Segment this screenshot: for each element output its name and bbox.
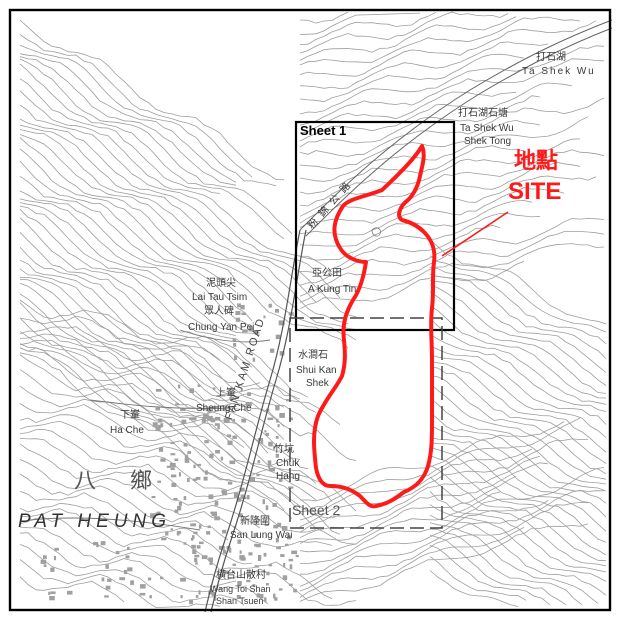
place-chung-yan-pei-zh: 眾人碑 bbox=[204, 306, 234, 317]
place-shek-tong-en1: Ta Shek Wu bbox=[460, 123, 514, 134]
place-ta-shek-wu-en: Ta Shek Wu bbox=[522, 66, 596, 77]
contour-lines bbox=[19, 11, 607, 608]
place-pat-heung-zh2: 鄉 bbox=[130, 469, 153, 494]
place-pat-heung-zh1: 八 bbox=[74, 469, 97, 494]
place-chuk-hang-en2: Hang bbox=[276, 471, 300, 482]
place-pat-heung-en: PAT HEUNG bbox=[18, 511, 172, 532]
place-shui-kan-shek-zh: 水澗石 bbox=[298, 350, 328, 361]
place-chuk-hang-zh: 竹坑 bbox=[274, 444, 294, 455]
place-wang-toi-shan-en2: Shan Tsuen bbox=[216, 596, 264, 606]
sheet-1-label: Sheet 1 bbox=[300, 123, 347, 138]
place-shek-tong-en2: Shek Tong bbox=[464, 136, 512, 147]
fan-kam-road-line bbox=[204, 229, 301, 613]
place-ha-che-zh: 下輋 bbox=[120, 410, 140, 421]
site-pointer bbox=[441, 211, 509, 257]
place-ha-che-en: Ha Che bbox=[110, 425, 144, 436]
place-san-lung-wai-en: San Lung Wai bbox=[230, 530, 293, 541]
sheet-2-label: Sheet 2 bbox=[292, 502, 341, 518]
place-lai-tau-tsim-zh: 泥頭尖 bbox=[206, 278, 236, 289]
place-sheung-che-zh: 上輋 bbox=[216, 388, 236, 399]
place-a-kung-tin-zh: 亞公田 bbox=[312, 268, 342, 279]
place-ta-shek-wu-zh: 打石湖 bbox=[536, 52, 566, 63]
site-label-en: SITE bbox=[508, 178, 562, 205]
place-chuk-hang-en1: Chuk bbox=[276, 458, 300, 469]
place-shek-tong-zh: 打石湖石塘 bbox=[458, 108, 508, 119]
village-blocks bbox=[40, 303, 299, 605]
place-sheung-che-en: Sheung Che bbox=[196, 403, 252, 414]
place-wang-toi-shan-zh: 橫台山散村 bbox=[216, 570, 266, 581]
place-shui-kan-shek-en1: Shui Kan bbox=[296, 365, 337, 376]
site-boundary bbox=[312, 144, 437, 509]
place-lai-tau-tsim-en: Lai Tau Tsim bbox=[192, 292, 248, 303]
place-san-lung-wai-zh: 新隆圍 bbox=[240, 516, 270, 527]
map-frame bbox=[8, 8, 612, 612]
sheet-1-frame bbox=[294, 120, 456, 332]
site-label-zh: 地點 bbox=[514, 149, 559, 174]
place-a-kung-tin-en: A Kung Tin bbox=[308, 284, 357, 295]
place-wang-toi-shan-en1: Wang Toi Shan bbox=[210, 584, 271, 594]
place-shui-kan-shek-en2: Shek bbox=[306, 378, 329, 389]
place-chung-yan-pei-en: Chung Yan Pei bbox=[188, 322, 255, 333]
